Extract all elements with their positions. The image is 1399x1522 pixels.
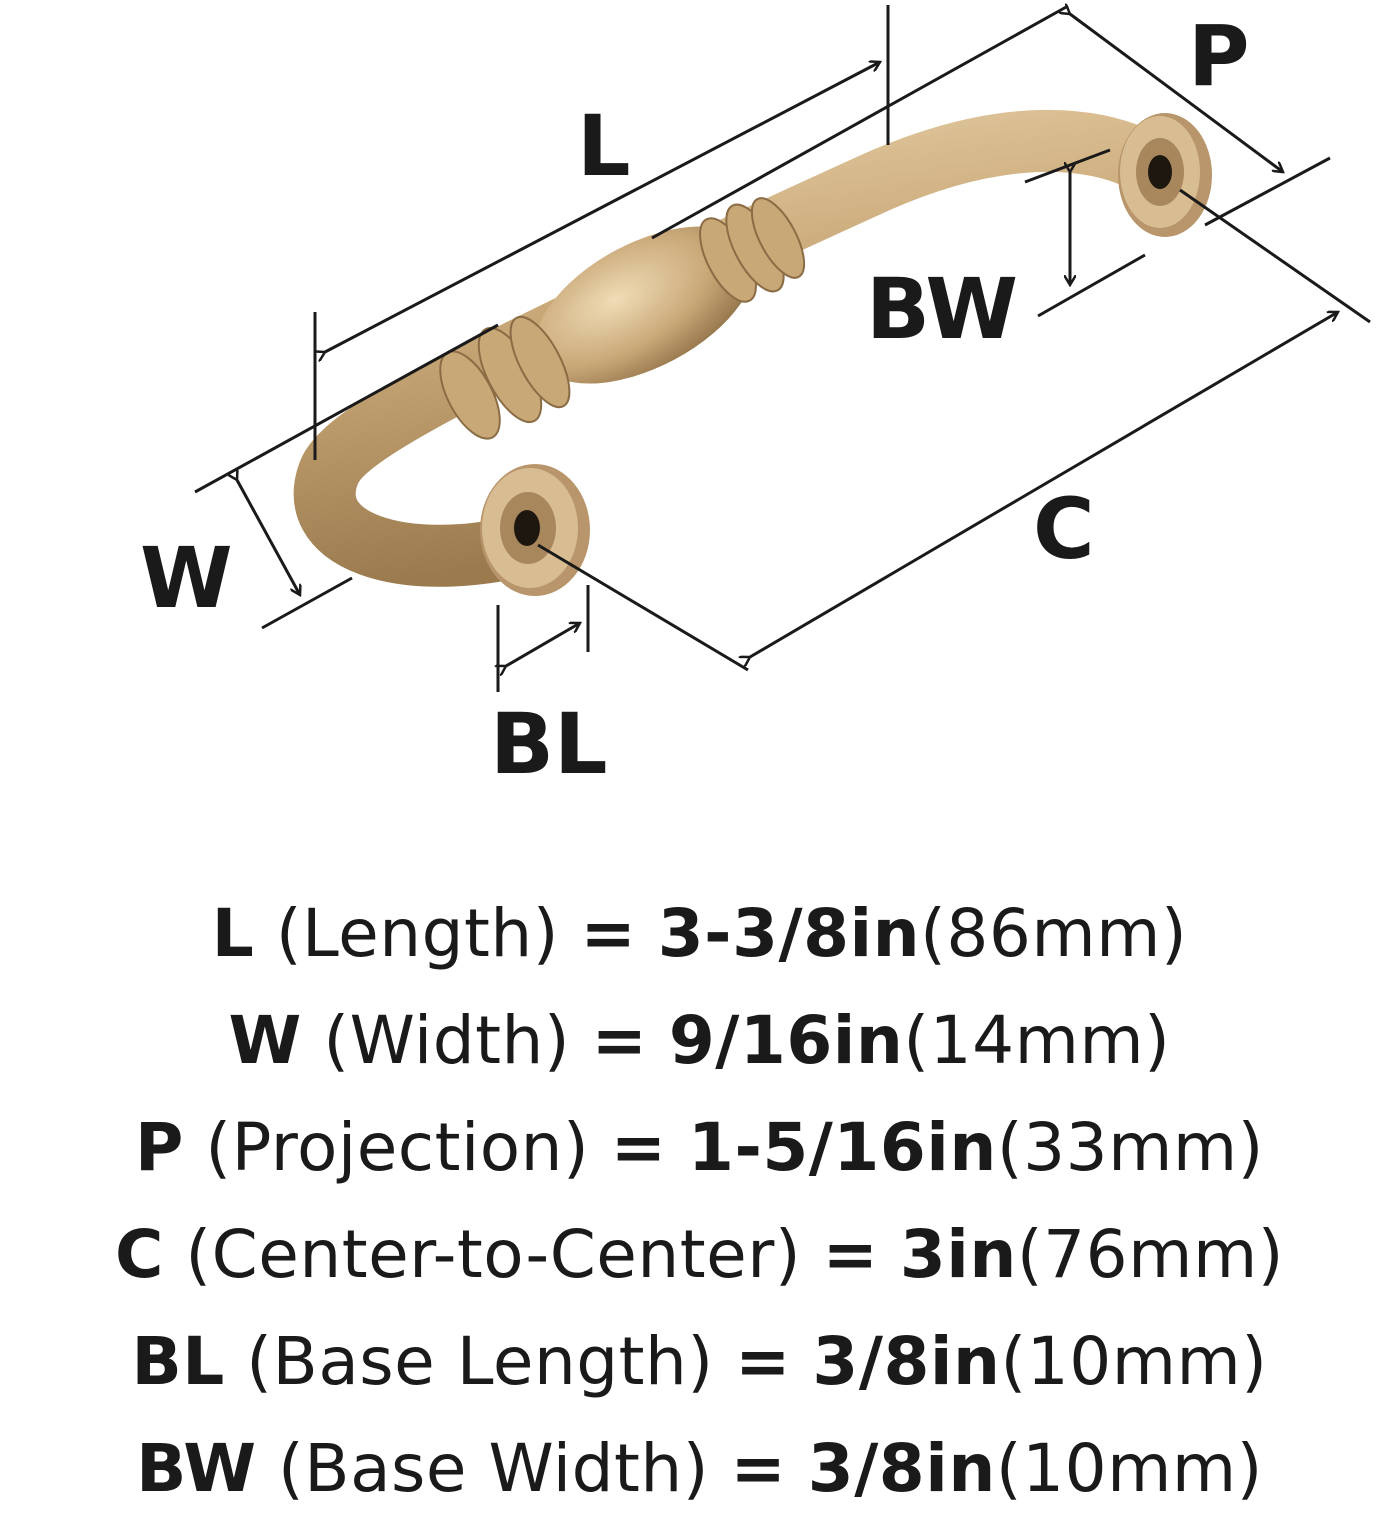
label-bw: BW <box>866 260 1018 358</box>
spec-value: 3-3/8in <box>657 895 921 972</box>
label-p: P <box>1188 7 1250 105</box>
base-post-left <box>480 464 590 596</box>
spec-key: P <box>135 1109 184 1186</box>
spec-metric: (33mm) <box>996 1109 1264 1186</box>
spec-metric: (10mm) <box>995 1430 1263 1507</box>
spec-equals: = <box>580 895 637 972</box>
spec-metric: (86mm) <box>920 895 1188 972</box>
spec-width: W (Width) = 9/16in(14mm) <box>0 987 1399 1094</box>
screw-hole-icon <box>514 510 540 546</box>
spec-key: W <box>228 1002 302 1079</box>
spec-equals: = <box>730 1430 787 1507</box>
label-l: L <box>577 97 631 195</box>
spec-center-to-center: C (Center-to-Center) = 3in(76mm) <box>0 1201 1399 1308</box>
spec-value: 3in <box>899 1216 1017 1293</box>
dimension-diagram: L P BW C W BL <box>140 0 1371 793</box>
spec-value: 3/8in <box>807 1430 996 1507</box>
label-w: W <box>140 529 233 627</box>
spec-projection: P (Projection) = 1-5/16in(33mm) <box>0 1094 1399 1201</box>
screw-hole-icon <box>1148 155 1172 189</box>
spec-name: (Base Width) <box>278 1430 709 1507</box>
spec-equals: = <box>591 1002 648 1079</box>
spec-base-width: BW (Base Width) = 3/8in(10mm) <box>0 1415 1399 1522</box>
spec-value: 1-5/16in <box>688 1109 997 1186</box>
dimension-specs: L (Length) = 3-3/8in(86mm) W (Width) = 9… <box>0 880 1399 1522</box>
spec-key: BW <box>136 1430 257 1507</box>
spec-name: (Length) <box>275 895 559 972</box>
base-post-right <box>1118 113 1212 237</box>
spec-equals: = <box>822 1216 879 1293</box>
spec-equals: = <box>610 1109 667 1186</box>
spec-key: C <box>115 1216 164 1293</box>
label-c: C <box>1033 480 1095 578</box>
spec-name: (Base Length) <box>246 1323 714 1400</box>
spec-metric: (76mm) <box>1016 1216 1284 1293</box>
spec-metric: (14mm) <box>903 1002 1171 1079</box>
spec-value: 9/16in <box>668 1002 904 1079</box>
spec-name: (Center-to-Center) <box>185 1216 802 1293</box>
spec-name: (Projection) <box>205 1109 590 1186</box>
label-bl: BL <box>490 695 608 793</box>
spec-value: 3/8in <box>812 1323 1001 1400</box>
spec-length: L (Length) = 3-3/8in(86mm) <box>0 880 1399 987</box>
spec-base-length: BL (Base Length) = 3/8in(10mm) <box>0 1308 1399 1415</box>
spec-key: BL <box>131 1323 225 1400</box>
spec-metric: (10mm) <box>1000 1323 1268 1400</box>
spec-key: L <box>211 895 255 972</box>
dimension-lines <box>194 5 1371 692</box>
spec-name: (Width) <box>323 1002 571 1079</box>
spec-equals: = <box>735 1323 791 1400</box>
